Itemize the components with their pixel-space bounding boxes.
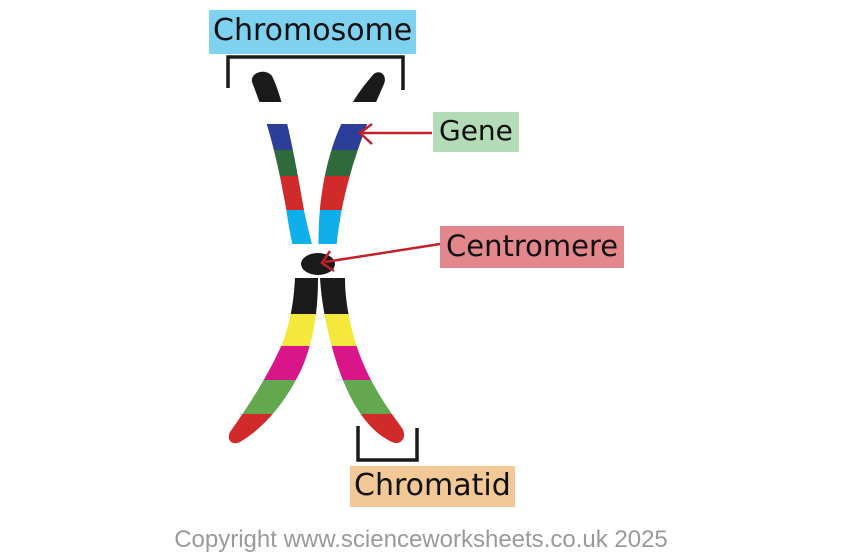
gene-pointer-arrow <box>358 123 432 145</box>
band-top-2 <box>318 102 385 124</box>
chromatid-right-lower-arm <box>320 278 405 444</box>
band-top-5 <box>318 176 385 210</box>
band-bottom-3 <box>320 346 405 380</box>
band-top-6 <box>318 210 385 244</box>
band-bottom-5 <box>320 414 405 444</box>
band-bottom-1 <box>320 278 405 314</box>
band-bottom-1 <box>228 278 318 314</box>
band-top-2 <box>251 102 318 124</box>
band-top-4 <box>318 150 385 176</box>
chromatid-left-lower-arm <box>228 278 318 444</box>
centromere-pointer-arrow <box>320 242 441 273</box>
band-top-3 <box>251 124 318 150</box>
band-bottom-4 <box>228 380 318 414</box>
band-bottom-4 <box>320 380 405 414</box>
band-top-1 <box>251 71 318 102</box>
band-top-4 <box>251 150 318 176</box>
band-top-1 <box>318 72 385 102</box>
band-bottom-2 <box>228 314 318 346</box>
chromatid-bracket <box>356 426 419 462</box>
chromatid-label: Chromatid <box>350 466 515 507</box>
gene-label: Gene <box>433 112 519 152</box>
chromosome-bracket <box>226 55 405 90</box>
band-bottom-5 <box>228 414 318 444</box>
band-bottom-2 <box>320 314 405 346</box>
band-bottom-3 <box>228 346 318 380</box>
copyright-notice: Copyright www.scienceworksheets.co.uk 20… <box>174 526 668 553</box>
centromere-shape <box>301 253 335 275</box>
band-top-3 <box>318 124 385 150</box>
centromere-label: Centromere <box>440 226 625 268</box>
chromatid-right-upper-arm <box>318 72 385 270</box>
chromosome-label: Chromosome <box>209 10 417 54</box>
